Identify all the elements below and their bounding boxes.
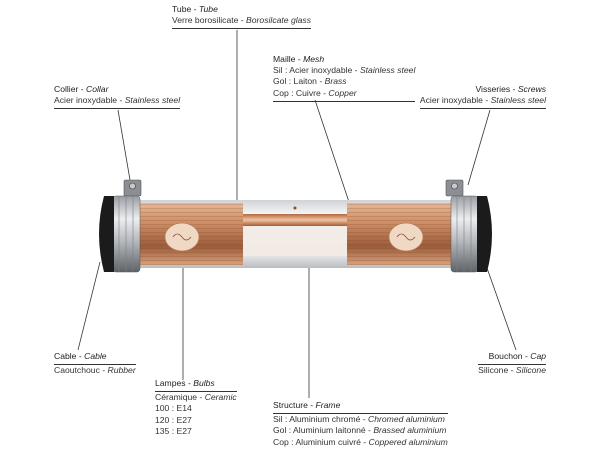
- leader-screws: [467, 109, 491, 186]
- mount-brackets: [123, 179, 464, 197]
- callout-mesh: Maille - Mesh Sil : Acier inoxydable - S…: [273, 54, 416, 102]
- collar-left: [112, 195, 141, 273]
- callout-tube: Tube - Tube Verre borosilicate - Borosil…: [172, 4, 312, 30]
- bulb-right-icon: [388, 222, 424, 252]
- screw-icon: [451, 182, 458, 190]
- callout-cable: Cable - Cable Caoutchouc - Rubber: [54, 351, 136, 376]
- callout-bulbs: Lampes - Bulbs Céramique - Ceramic 100 :…: [155, 378, 237, 436]
- callout-collar: Collier - Collar Acier inoxydable - Stai…: [54, 84, 181, 110]
- bulb-left-icon: [164, 222, 200, 252]
- leader-collar: [117, 109, 131, 181]
- leader-cable: [77, 261, 101, 351]
- callout-cap: Bouchon - Cap Silicone - Silicone: [478, 351, 546, 376]
- leader-mesh: [314, 99, 351, 206]
- frame-rod: [243, 214, 347, 226]
- cap-right: [477, 196, 492, 272]
- title-en: Tube: [198, 4, 218, 14]
- frame-dot: [293, 206, 297, 210]
- cap-left: [99, 196, 114, 272]
- title-fr: Tube: [172, 4, 192, 14]
- screw-icon: [129, 182, 136, 190]
- collar-right: [450, 195, 479, 273]
- callout-frame: Structure - Frame Sil : Aluminium chromé…: [273, 400, 448, 447]
- callout-screws: Visseries - Screws Acier inoxydable - St…: [419, 84, 546, 110]
- leader-cap: [486, 267, 517, 351]
